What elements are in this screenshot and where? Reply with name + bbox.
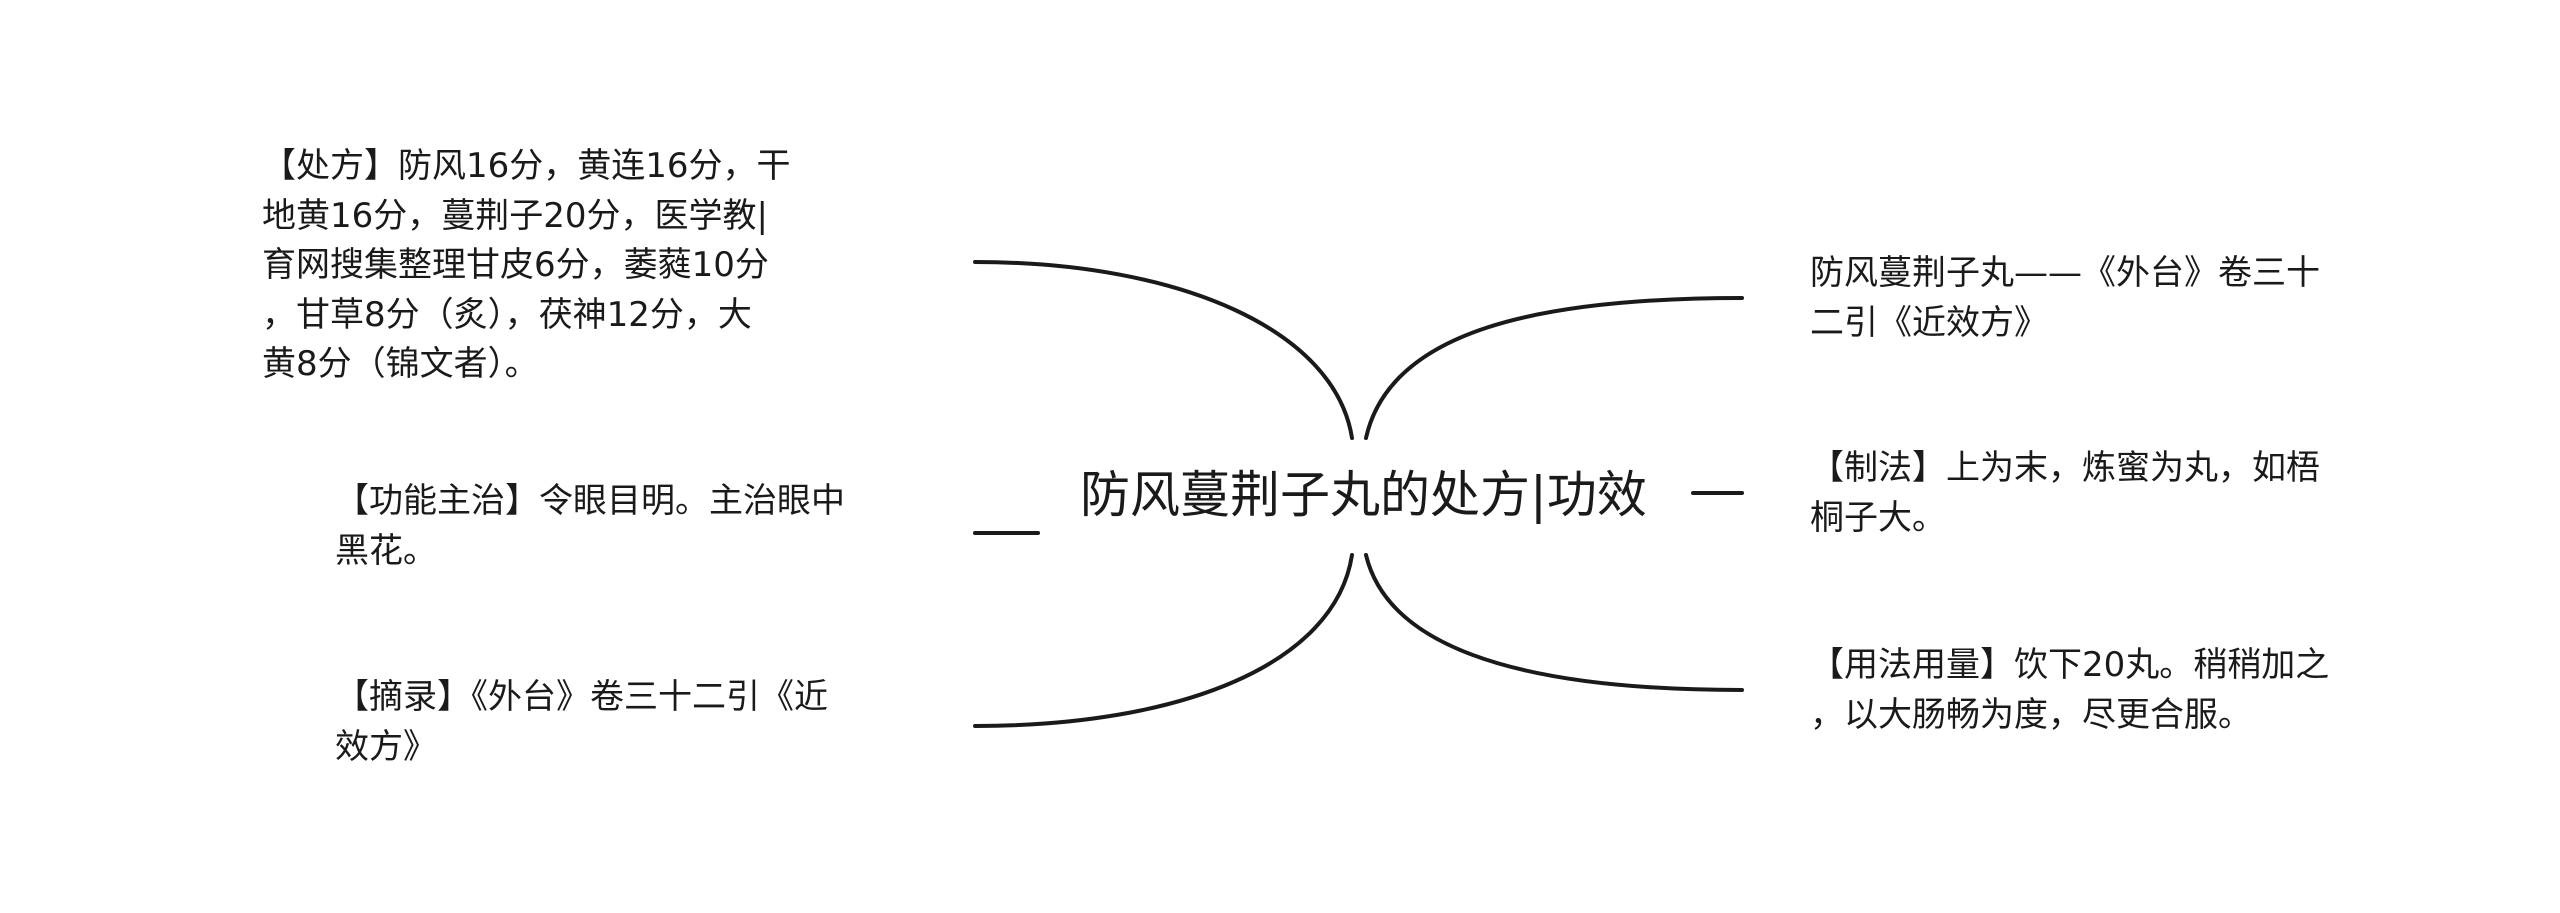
connector-right-3 (1364, 553, 1744, 692)
connector-right-1 (1364, 296, 1744, 440)
topic-source[interactable]: 防风蔓荆子丸——《外台》卷三十 二引《近效方》 (1810, 253, 2320, 343)
connector-left-3 (973, 553, 1354, 728)
topic-usage-dosage[interactable]: 【用法用量】饮下20丸。稍稍加之 ，以大肠畅为度，尽更合服。 (1810, 645, 2330, 735)
topic-excerpt[interactable]: 【摘录】《外台》卷三十二引《近 效方》 (335, 677, 828, 767)
topic-functions-indications[interactable]: 【功能主治】令眼目明。主治眼中 黑花。 (335, 481, 845, 571)
topic-prescription[interactable]: 【处方】防风16分，黄连16分，干 地黄16分，蔓荆子20分，医学教| 育网搜集… (262, 146, 791, 384)
central-topic[interactable]: 防风蔓荆子丸的处方|功效 (1080, 466, 1647, 524)
topic-preparation-method[interactable]: 【制法】上为末，炼蜜为丸，如梧 桐子大。 (1810, 448, 2320, 538)
connector-left-1 (973, 260, 1354, 440)
